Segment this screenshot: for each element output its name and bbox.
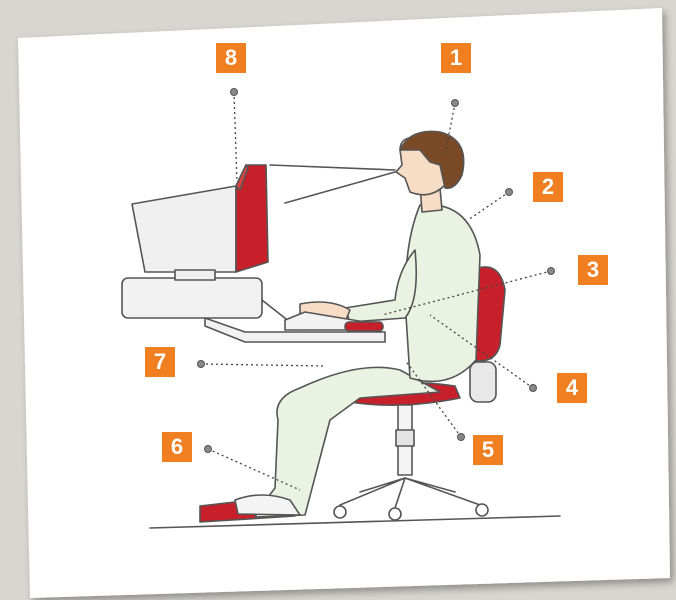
chair-lumbar (470, 362, 496, 402)
callout-badge-1: 1 (441, 43, 471, 73)
callout-badge-3: 3 (578, 255, 608, 285)
chair-wheel (334, 506, 346, 518)
leader-dot (231, 89, 238, 96)
chair-wheel (476, 504, 488, 516)
callout-badge-4: 4 (557, 373, 587, 403)
desk-shelf (122, 278, 262, 318)
callout-badge-2: 2 (533, 172, 563, 202)
leader-dot (205, 446, 212, 453)
leader-dot (458, 434, 465, 441)
callout-badge-5: 5 (473, 435, 503, 465)
chair-wheel (389, 508, 401, 520)
wrist-rest (345, 322, 383, 331)
callout-badge-6: 6 (162, 432, 192, 462)
leader-dot (506, 189, 513, 196)
leader-dot (530, 385, 537, 392)
leader-dot (198, 361, 205, 368)
monitor-stand (175, 270, 215, 280)
callout-badge-8: 8 (216, 43, 246, 73)
leader-dot (548, 268, 555, 275)
callout-badge-7: 7 (145, 347, 175, 377)
leader-dot (452, 100, 459, 107)
